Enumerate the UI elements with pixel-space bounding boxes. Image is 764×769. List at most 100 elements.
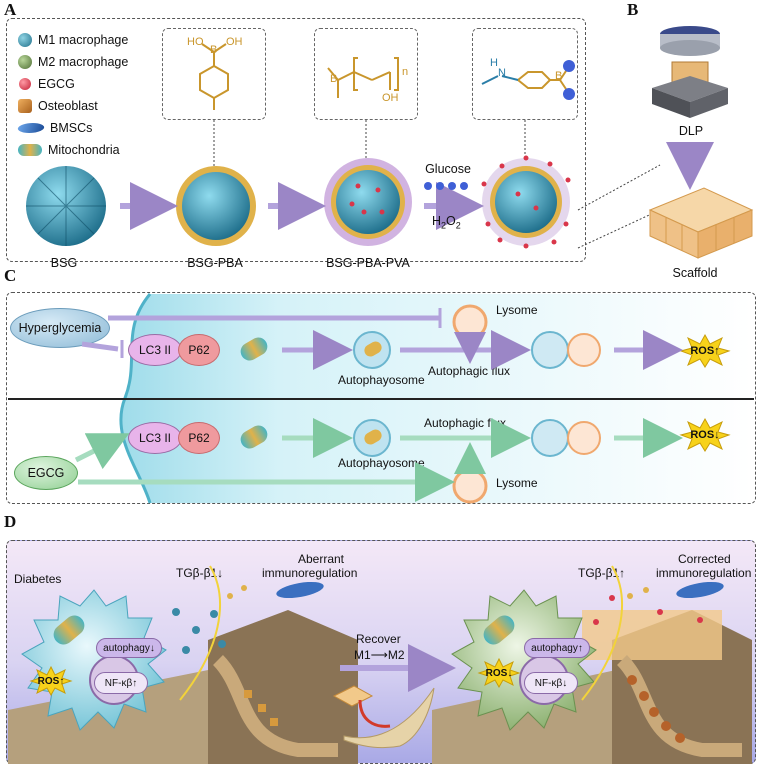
m1-macrophage-icon [18, 33, 32, 47]
bsg-sphere [26, 166, 106, 246]
final-structure [481, 60, 575, 100]
bsg-label: BSG [50, 256, 78, 270]
autophagosome-top-label: Autophayosome [338, 373, 425, 387]
panel-label-b: B [627, 0, 639, 19]
panel-label-c: C [4, 266, 17, 285]
egcg-icon [19, 78, 31, 90]
pba-structure [199, 43, 229, 110]
m1-m2-label: M1⟶M2 [354, 648, 405, 662]
starburst-icon [477, 657, 521, 689]
panel-label-d: D [4, 512, 17, 531]
autolysosome-bottom [531, 419, 601, 457]
bsg-pba-sphere [176, 166, 256, 246]
immunoregulation-left-label: immunoregulation [262, 566, 358, 580]
panel-c-frame [6, 292, 756, 504]
starburst-icon [29, 665, 73, 697]
starburst-icon [679, 333, 731, 368]
autolysosome-top [531, 331, 601, 369]
ros-left-text: ROS↑ [37, 675, 65, 687]
autophagy-left-badge: autophagy↓ [96, 638, 162, 658]
autophagy-right-badge: autophagy↑ [524, 638, 590, 658]
legend-item-osteoblast: Osteoblast [18, 99, 98, 113]
legend-label: M1 macrophage [38, 33, 129, 47]
pba-oh-left: HO [187, 36, 204, 48]
ros-up-badge: ROS↑ [679, 333, 731, 368]
jaw-implant [332, 685, 435, 749]
h2o2-label: H2O2 [432, 214, 461, 231]
recover-label: Recover [356, 632, 401, 646]
panel-c-divider [8, 398, 754, 400]
pba-structure-box [162, 28, 266, 120]
final-nh-h: H [490, 57, 498, 69]
ros-up-text: ROS↑ [690, 345, 720, 357]
legend-label: EGCG [38, 77, 75, 91]
scaffold-label: Scaffold [672, 266, 718, 280]
ros-right-badge: ROS↓ [477, 657, 521, 689]
pva-structure-box [314, 28, 418, 120]
glucose-label: Glucose [425, 162, 471, 176]
autophagosome-top [353, 331, 391, 369]
h2o2-sub1: 2 [441, 220, 447, 231]
dlp-label: DLP [678, 124, 704, 138]
corrected-label: Corrected [678, 552, 731, 566]
ros-down-text: ROS↓ [690, 429, 720, 441]
legend-label: M2 macrophage [38, 55, 129, 69]
legend-item-mitochondria: Mitochondria [18, 143, 120, 157]
legend-item-bmscs: BMSCs [16, 121, 93, 135]
bsg-pba-pva-label: BSG-PBA-PVA [326, 256, 410, 270]
legend-label: Osteoblast [38, 99, 98, 113]
pva-oh: OH [382, 92, 399, 104]
ros-down-badge: ROS↓ [679, 417, 731, 452]
mitochondria-icon [18, 144, 42, 156]
scaffold-3d [648, 187, 754, 259]
legend-item-m2: M2 macrophage [18, 55, 128, 69]
egcg-node: EGCG [14, 456, 78, 490]
bone-defect-right [432, 610, 752, 764]
legend-item-egcg: EGCG [18, 77, 75, 91]
autophagosome-bottom [353, 419, 391, 457]
starburst-icon [679, 417, 731, 452]
hyperglycemia-node: Hyperglycemia [10, 308, 110, 348]
diabetes-label: Diabetes [14, 572, 62, 586]
pva-n: n [402, 66, 409, 78]
immunoregulation-right-label: immunoregulation [656, 566, 752, 580]
h2o2-sub2: 2 [455, 220, 461, 231]
bone-defect-left [8, 610, 358, 764]
lysome-bottom-label: Lysome [496, 476, 538, 490]
pva-boron: B [330, 73, 338, 85]
osteoblast-icon [18, 99, 32, 113]
m2-macrophage-icon [18, 55, 32, 69]
dlp-printer [652, 26, 728, 118]
aberrant-label: Aberrant [297, 552, 345, 566]
final-structure-box [472, 28, 578, 120]
pba-boron: B [210, 44, 218, 56]
bsg-released-sphere [481, 155, 571, 249]
autophagic-flux-top-label: Autophagic flux [428, 364, 511, 378]
final-boron: B [555, 70, 563, 82]
lysome-top-label: Lysome [496, 303, 538, 317]
pba-oh-right: OH [226, 36, 243, 48]
panel-label-a: A [4, 0, 17, 19]
ros-left-badge: ROS↑ [29, 665, 73, 697]
legend-label: Mitochondria [48, 143, 120, 157]
p62-node-bottom: P62 [178, 422, 220, 454]
h2o2-o: O [446, 214, 456, 228]
lc3-node-top: LC3 II [128, 334, 182, 366]
pva-structure [327, 57, 399, 98]
nfkb-right-badge: NF-κβ↓ [524, 672, 578, 694]
autophagic-flux-bottom-label: Autophagic flux [424, 416, 507, 430]
autophagosome-bottom-label: Autophayosome [338, 456, 425, 470]
panel-a-frame [6, 18, 586, 262]
nfkb-left-badge: NF-κβ↑ [94, 672, 148, 694]
final-nh: N [498, 67, 506, 79]
legend-label: BMSCs [50, 121, 93, 135]
h2o2-h: H [432, 214, 442, 228]
bsg-pba-pva-sphere [324, 158, 412, 246]
bsg-pba-label: BSG-PBA [187, 256, 243, 270]
